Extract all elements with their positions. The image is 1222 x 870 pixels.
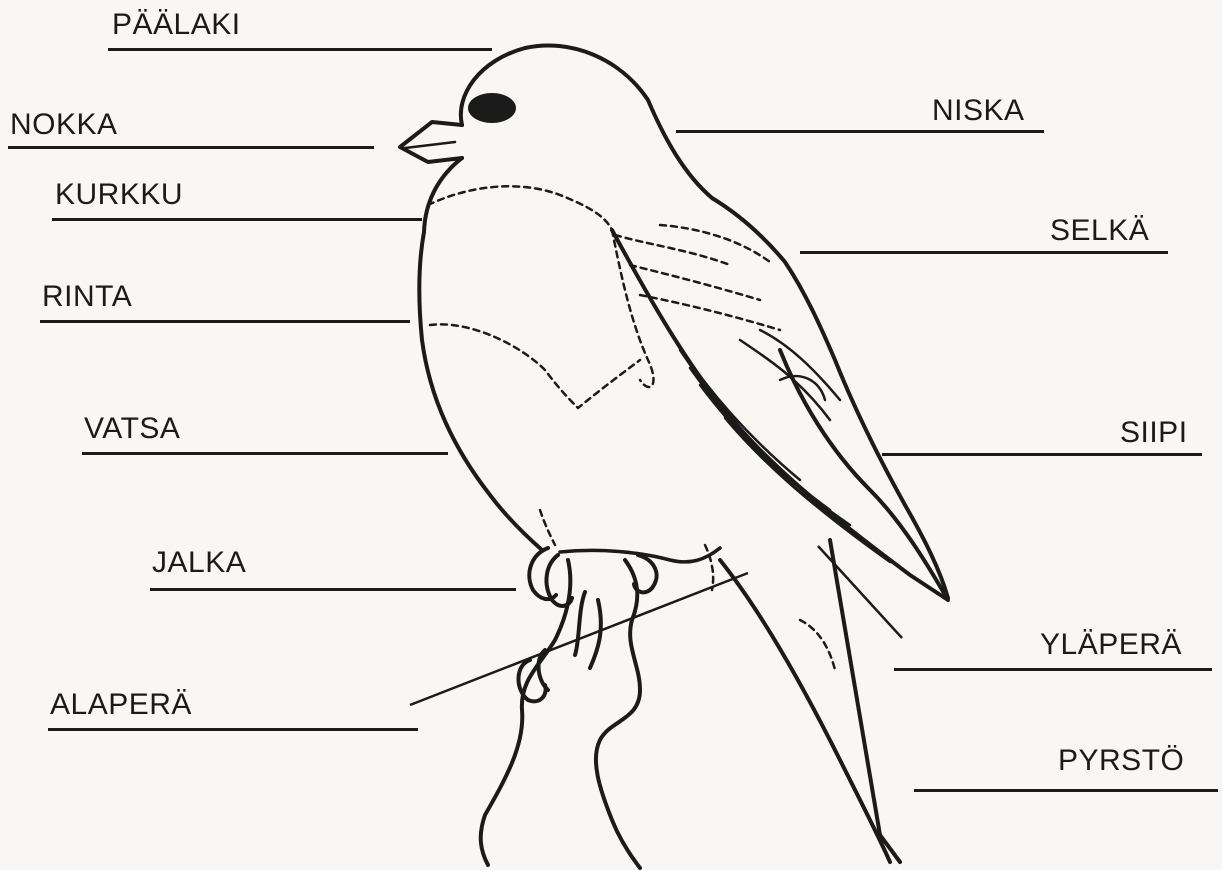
pointer-alapera — [410, 573, 748, 705]
pointer-ylapera — [818, 546, 902, 638]
